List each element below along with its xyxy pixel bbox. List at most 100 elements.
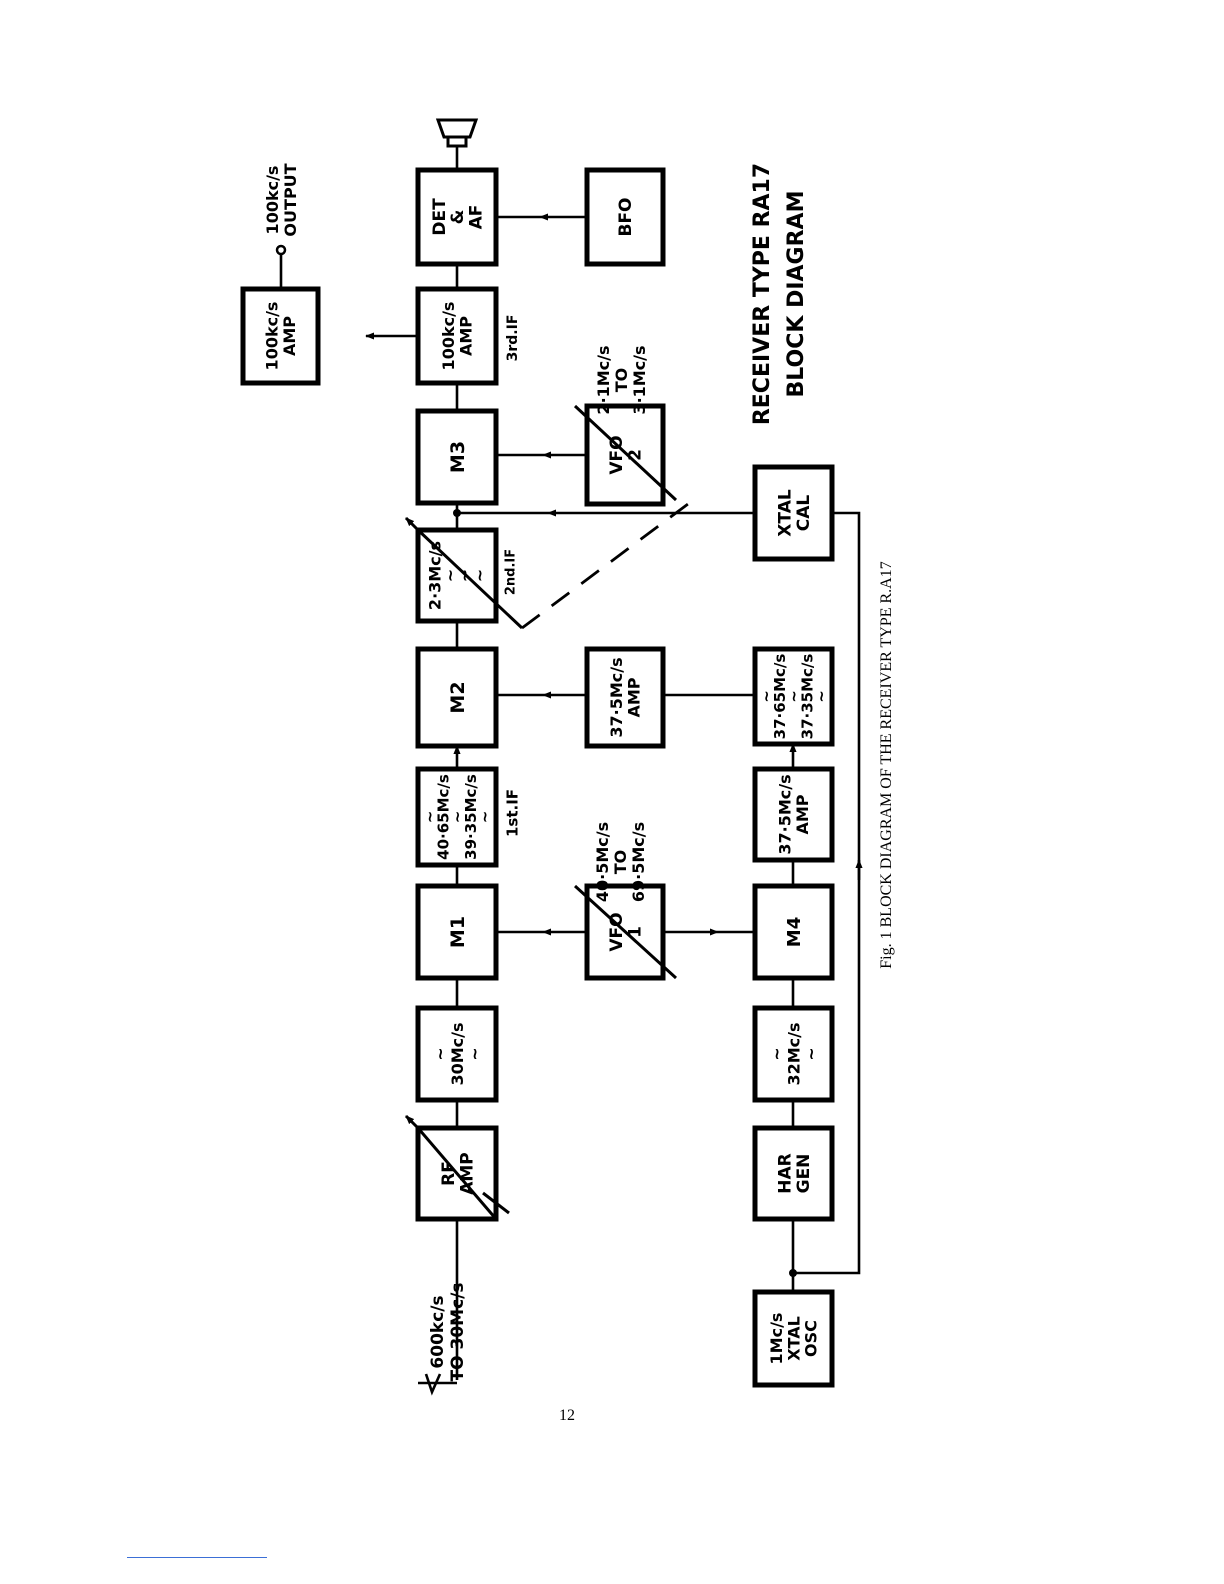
block-det-af bbox=[415, 167, 499, 267]
block-filter-30 bbox=[415, 1005, 499, 1103]
label-filter-3765-line-0: ~ bbox=[757, 690, 775, 703]
page-number: 12 bbox=[559, 1407, 575, 1424]
block-m1 bbox=[415, 883, 499, 981]
rf-amp-trim-mark bbox=[482, 1191, 510, 1215]
stage-label-if2: 2nd.IF bbox=[504, 549, 519, 595]
block-amp-100-out bbox=[240, 286, 321, 386]
label-det-af-line-0: DET bbox=[430, 198, 450, 236]
label-vfo2-line-0: VFO bbox=[607, 435, 627, 474]
label-filter-3765: ~37·65Mc/s~37·35Mc/s~ bbox=[757, 654, 830, 740]
block-har-gen bbox=[752, 1125, 835, 1222]
label-if2-line-2: ~ bbox=[455, 569, 474, 582]
label-filter-30: ~30Mc/s~ bbox=[430, 1022, 484, 1085]
label-if1-line-1: 40·65Mc/s bbox=[435, 774, 453, 860]
stage-label-if1-line-0: 1st.IF bbox=[503, 789, 521, 837]
label-filter-30-line-2: ~ bbox=[465, 1047, 484, 1060]
label-det-af-line-1: & bbox=[448, 209, 468, 224]
rf-amp-tuning-diagonal bbox=[416, 1127, 498, 1220]
label-if2: 2·3Mc/s~~~ bbox=[426, 541, 489, 610]
label-filter-3765-line-1: 37·65Mc/s bbox=[771, 654, 789, 740]
vfo1-tuning-diagonal bbox=[573, 884, 678, 980]
label-xtal-osc-line-2: OSC bbox=[802, 1320, 821, 1357]
label-filter-32-line-1: 32Mc/s bbox=[784, 1022, 803, 1085]
output-label-line-0: 100kc/s bbox=[263, 166, 282, 235]
label-filter-32: ~32Mc/s~ bbox=[767, 1022, 821, 1085]
if2-tuning-arrow bbox=[404, 516, 420, 532]
label-filter-30-line-0: ~ bbox=[430, 1047, 449, 1060]
label-amp-375-line-0: 37·5Mc/s bbox=[607, 657, 626, 737]
label-vfo2-line-1: 2 bbox=[625, 449, 645, 461]
label-det-af: DET&AF bbox=[430, 198, 487, 236]
block-vfo2 bbox=[584, 403, 666, 507]
footnote-rule bbox=[127, 1557, 267, 1558]
label-m1: M1 bbox=[447, 916, 469, 948]
block-m2 bbox=[415, 646, 499, 749]
label-bfo-line-0: BFO bbox=[616, 197, 636, 236]
diagram-title-line-0: RECEIVER TYPE RA17 bbox=[750, 163, 775, 425]
label-xtal-cal-line-0: XTAL bbox=[775, 489, 795, 537]
label-xtal-cal-line-1: CAL bbox=[794, 495, 814, 532]
block-if1 bbox=[415, 766, 499, 868]
blocks bbox=[240, 167, 835, 1388]
label-if1-line-3: 39·35Mc/s bbox=[462, 774, 480, 860]
label-amp-375-line-1: AMP bbox=[624, 677, 643, 717]
vfo2-range-label-line-1: TO bbox=[612, 368, 631, 393]
figure-caption: Fig. 1 BLOCK DIAGRAM OF THE RECEIVER TYP… bbox=[878, 561, 895, 968]
output-label-line-1: OUTPUT bbox=[281, 163, 300, 236]
vfo2-range-label-line-2: 3·1Mc/s bbox=[630, 345, 649, 414]
label-vfo1-line-0: VFO bbox=[607, 912, 627, 951]
stage-label-if3-line-0: 3rd.IF bbox=[505, 315, 521, 362]
vfo1-range-label-line-0: 40·5Mc/s bbox=[593, 822, 612, 902]
label-amp-100-if-line-1: AMP bbox=[456, 316, 475, 356]
label-if1-line-0: ~ bbox=[421, 811, 439, 824]
label-filter-3765-line-4: ~ bbox=[813, 690, 831, 703]
loudspeaker-icon bbox=[435, 118, 479, 148]
block-xtal-osc bbox=[752, 1289, 835, 1388]
label-m2-line-0: M2 bbox=[447, 681, 469, 713]
label-xtal-osc-line-0: 1Mc/s bbox=[767, 1313, 786, 1365]
label-m3-line-0: M3 bbox=[447, 441, 469, 473]
label-m4-line-0: M4 bbox=[784, 917, 805, 947]
label-if1: ~40·65Mc/s~39·35Mc/s~ bbox=[421, 774, 494, 860]
label-filter-32-line-0: ~ bbox=[767, 1047, 786, 1060]
label-m1-line-0: M1 bbox=[447, 916, 469, 948]
input-label-line-1: TO 30Mc/s bbox=[448, 1283, 468, 1382]
output-terminal-icon bbox=[275, 244, 287, 256]
label-filter-32-line-2: ~ bbox=[802, 1047, 821, 1060]
tuning-marks bbox=[404, 404, 678, 1220]
block-if2 bbox=[415, 527, 499, 624]
label-if2-line-0: 2·3Mc/s bbox=[426, 541, 445, 610]
block-amp-375 bbox=[584, 646, 666, 749]
input-label-line-0: 600kc/s bbox=[428, 1295, 448, 1368]
antenna-icon bbox=[418, 1373, 457, 1396]
signal-wires bbox=[279, 146, 863, 1380]
vfo2-tuning-diagonal bbox=[573, 404, 678, 502]
label-har-gen-line-0: HAR bbox=[775, 1153, 795, 1193]
label-filter-3765-line-2: ~ bbox=[785, 690, 803, 703]
diagram-title-line-1: BLOCK DIAGRAM bbox=[784, 191, 809, 398]
label-amp-375b-line-0: 37·5Mc/s bbox=[776, 774, 795, 854]
if2-tuning-diagonal bbox=[416, 528, 524, 630]
block-m4 bbox=[752, 883, 835, 981]
stage-label-if1: 1st.IF bbox=[503, 789, 521, 837]
label-amp-100-out-line-0: 100kc/s bbox=[263, 302, 282, 371]
label-m3: M3 bbox=[447, 441, 469, 473]
label-if2-line-3: ~ bbox=[470, 569, 489, 582]
vfo2-range-label-line-0: 2·1Mc/s bbox=[594, 345, 613, 414]
vfo1-range-label-line-1: TO bbox=[611, 850, 630, 875]
wire-osc-xtalcal bbox=[793, 868, 861, 1275]
label-if1-line-4: ~ bbox=[476, 811, 494, 824]
